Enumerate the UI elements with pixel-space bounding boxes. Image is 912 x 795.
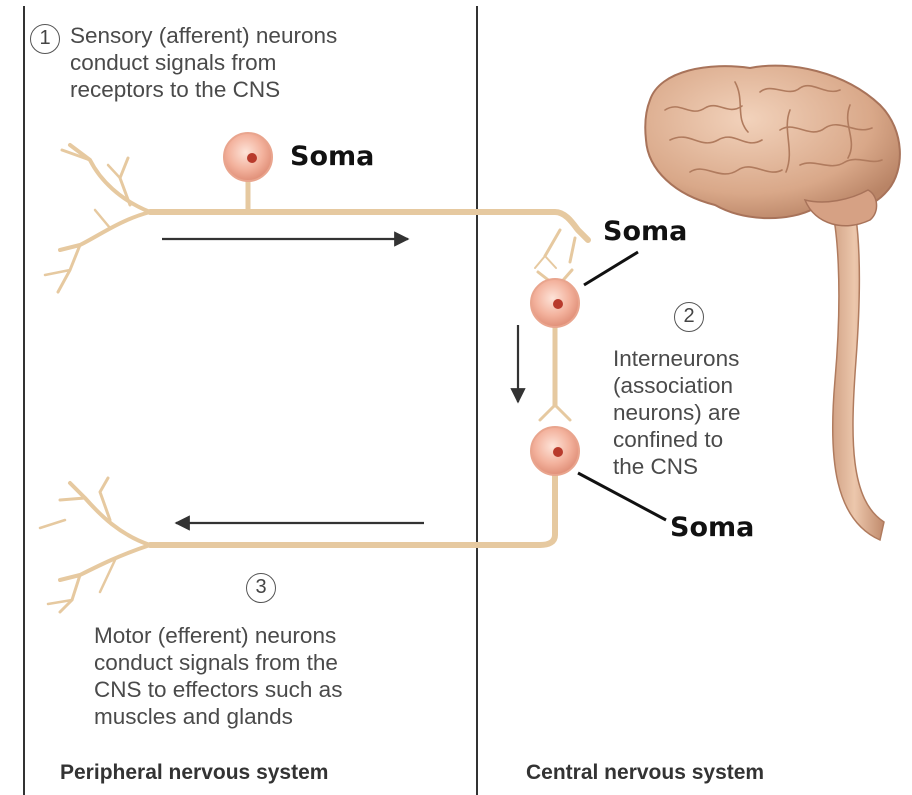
interneuron-soma [531, 279, 579, 327]
sensory-soma [224, 133, 272, 181]
step-2-number: 2 [674, 302, 704, 332]
motor-soma [531, 427, 579, 475]
step-1-number: 1 [30, 24, 60, 54]
soma-pointer-motor [578, 473, 666, 520]
motor-soma-label: Soma [670, 513, 754, 543]
interneuron-soma-label: Soma [603, 217, 687, 247]
sensory-soma-label: Soma [290, 142, 374, 172]
peripheral-panel-title: Peripheral nervous system [60, 760, 328, 786]
soma-pointer-inter [584, 252, 638, 285]
step-2-description: Interneurons (association neurons) are c… [613, 345, 741, 480]
central-panel-title: Central nervous system [526, 760, 764, 786]
step-3-description: Motor (efferent) neurons conduct signals… [94, 622, 342, 730]
step-1-description: Sensory (afferent) neurons conduct signa… [70, 22, 337, 103]
step-3-number: 3 [246, 573, 276, 603]
